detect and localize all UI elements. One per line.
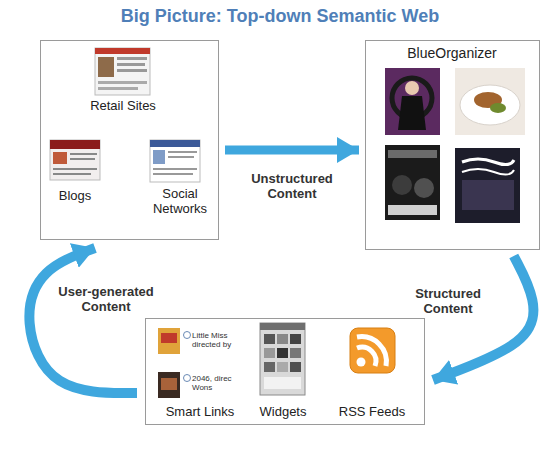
smart-links-figure (158, 328, 191, 398)
box-label: RSS Feeds (332, 404, 412, 419)
flow-arrow (433, 256, 534, 380)
widget-tile (264, 334, 275, 344)
thumb-header (150, 140, 200, 147)
box-label: BlueOrganizer (377, 46, 527, 61)
thumb-line (70, 158, 95, 160)
widget-tile (290, 348, 301, 358)
link-caption: Little Miss directed by (192, 331, 244, 349)
dvd-figure (414, 178, 434, 198)
thumb-frame (50, 140, 100, 180)
widget-frame (260, 323, 305, 395)
flow-label: Unstructured Content (237, 171, 347, 201)
book-art (462, 180, 514, 210)
thumb-line (153, 168, 197, 170)
book-cover (455, 148, 520, 223)
thumb-line (168, 156, 194, 158)
music-cover (385, 68, 440, 135)
link-icon (184, 332, 191, 339)
thumb-line (153, 173, 193, 175)
thumb-photo (53, 152, 67, 164)
dvd-cover (385, 145, 440, 220)
widget-header (260, 323, 305, 330)
book-lettering (462, 169, 514, 175)
thumb-line (117, 57, 147, 60)
rss-arc (357, 337, 386, 366)
thumb-line (117, 63, 145, 66)
content-box: Smart LinksWidgets RSS Feeds (145, 318, 425, 425)
content-box: Retail SitesBlogs Social Networks (40, 40, 219, 240)
cover-ground (385, 68, 440, 135)
link-poster (158, 372, 180, 398)
thumb-line (98, 81, 147, 84)
food-photo (455, 68, 525, 135)
dvd-band (388, 205, 437, 215)
widget-tile (264, 348, 275, 358)
retail-thumbnail (95, 48, 150, 95)
dvd-ground (385, 145, 440, 220)
widget-tile (277, 362, 288, 372)
rss-icon (350, 328, 395, 373)
thumb-photo (98, 57, 114, 77)
link-poster (161, 378, 177, 390)
widget-figure (260, 323, 305, 395)
link-poster (158, 328, 180, 354)
box-label: Retail Sites (83, 98, 163, 113)
thumb-photo (153, 150, 165, 164)
widget-tile (264, 362, 275, 372)
cover-figure (398, 96, 426, 130)
rss-dot (357, 358, 366, 367)
link-poster (161, 333, 177, 343)
thumb-line (98, 87, 138, 90)
link-icon (184, 375, 191, 382)
widget-bar (264, 377, 301, 389)
food (490, 103, 506, 113)
diagram-title: Big Picture: Top-down Semantic Web (0, 6, 560, 27)
social-thumbnail (150, 140, 200, 182)
photo-ground (455, 68, 525, 135)
box-label: Social Networks (145, 186, 215, 216)
book-ground (455, 148, 520, 223)
widget-tile (277, 348, 288, 358)
thumb-line (70, 153, 97, 155)
widget-tile (290, 362, 301, 372)
thumb-header (50, 140, 100, 149)
thumb-line (53, 173, 91, 175)
thumb-line (53, 168, 97, 170)
widget-tile (290, 334, 301, 344)
thumb-frame (95, 48, 150, 95)
flow-arrow (29, 248, 137, 393)
flow-arrow (225, 146, 359, 155)
thumb-header (95, 48, 150, 54)
widget-tile (277, 334, 288, 344)
flow-label: Structured Content (398, 286, 498, 316)
dvd-band (388, 150, 437, 158)
flow-label: User-generated Content (56, 284, 156, 314)
rss-arc (357, 347, 376, 366)
box-label: Smart Links (160, 404, 240, 419)
box-label: Widgets (243, 404, 323, 419)
dvd-figure (392, 175, 412, 195)
book-lettering (462, 159, 514, 165)
cover-face (405, 81, 419, 95)
thumb-line (168, 151, 197, 153)
blog-thumbnail (50, 140, 100, 180)
rss-ground (350, 328, 395, 373)
thumb-frame (150, 140, 200, 182)
content-box: BlueOrganizer (365, 40, 540, 250)
box-label: Blogs (45, 188, 105, 203)
link-caption: 2046, direc Wons (192, 374, 244, 392)
thumb-line (117, 69, 147, 72)
plate (460, 85, 520, 125)
